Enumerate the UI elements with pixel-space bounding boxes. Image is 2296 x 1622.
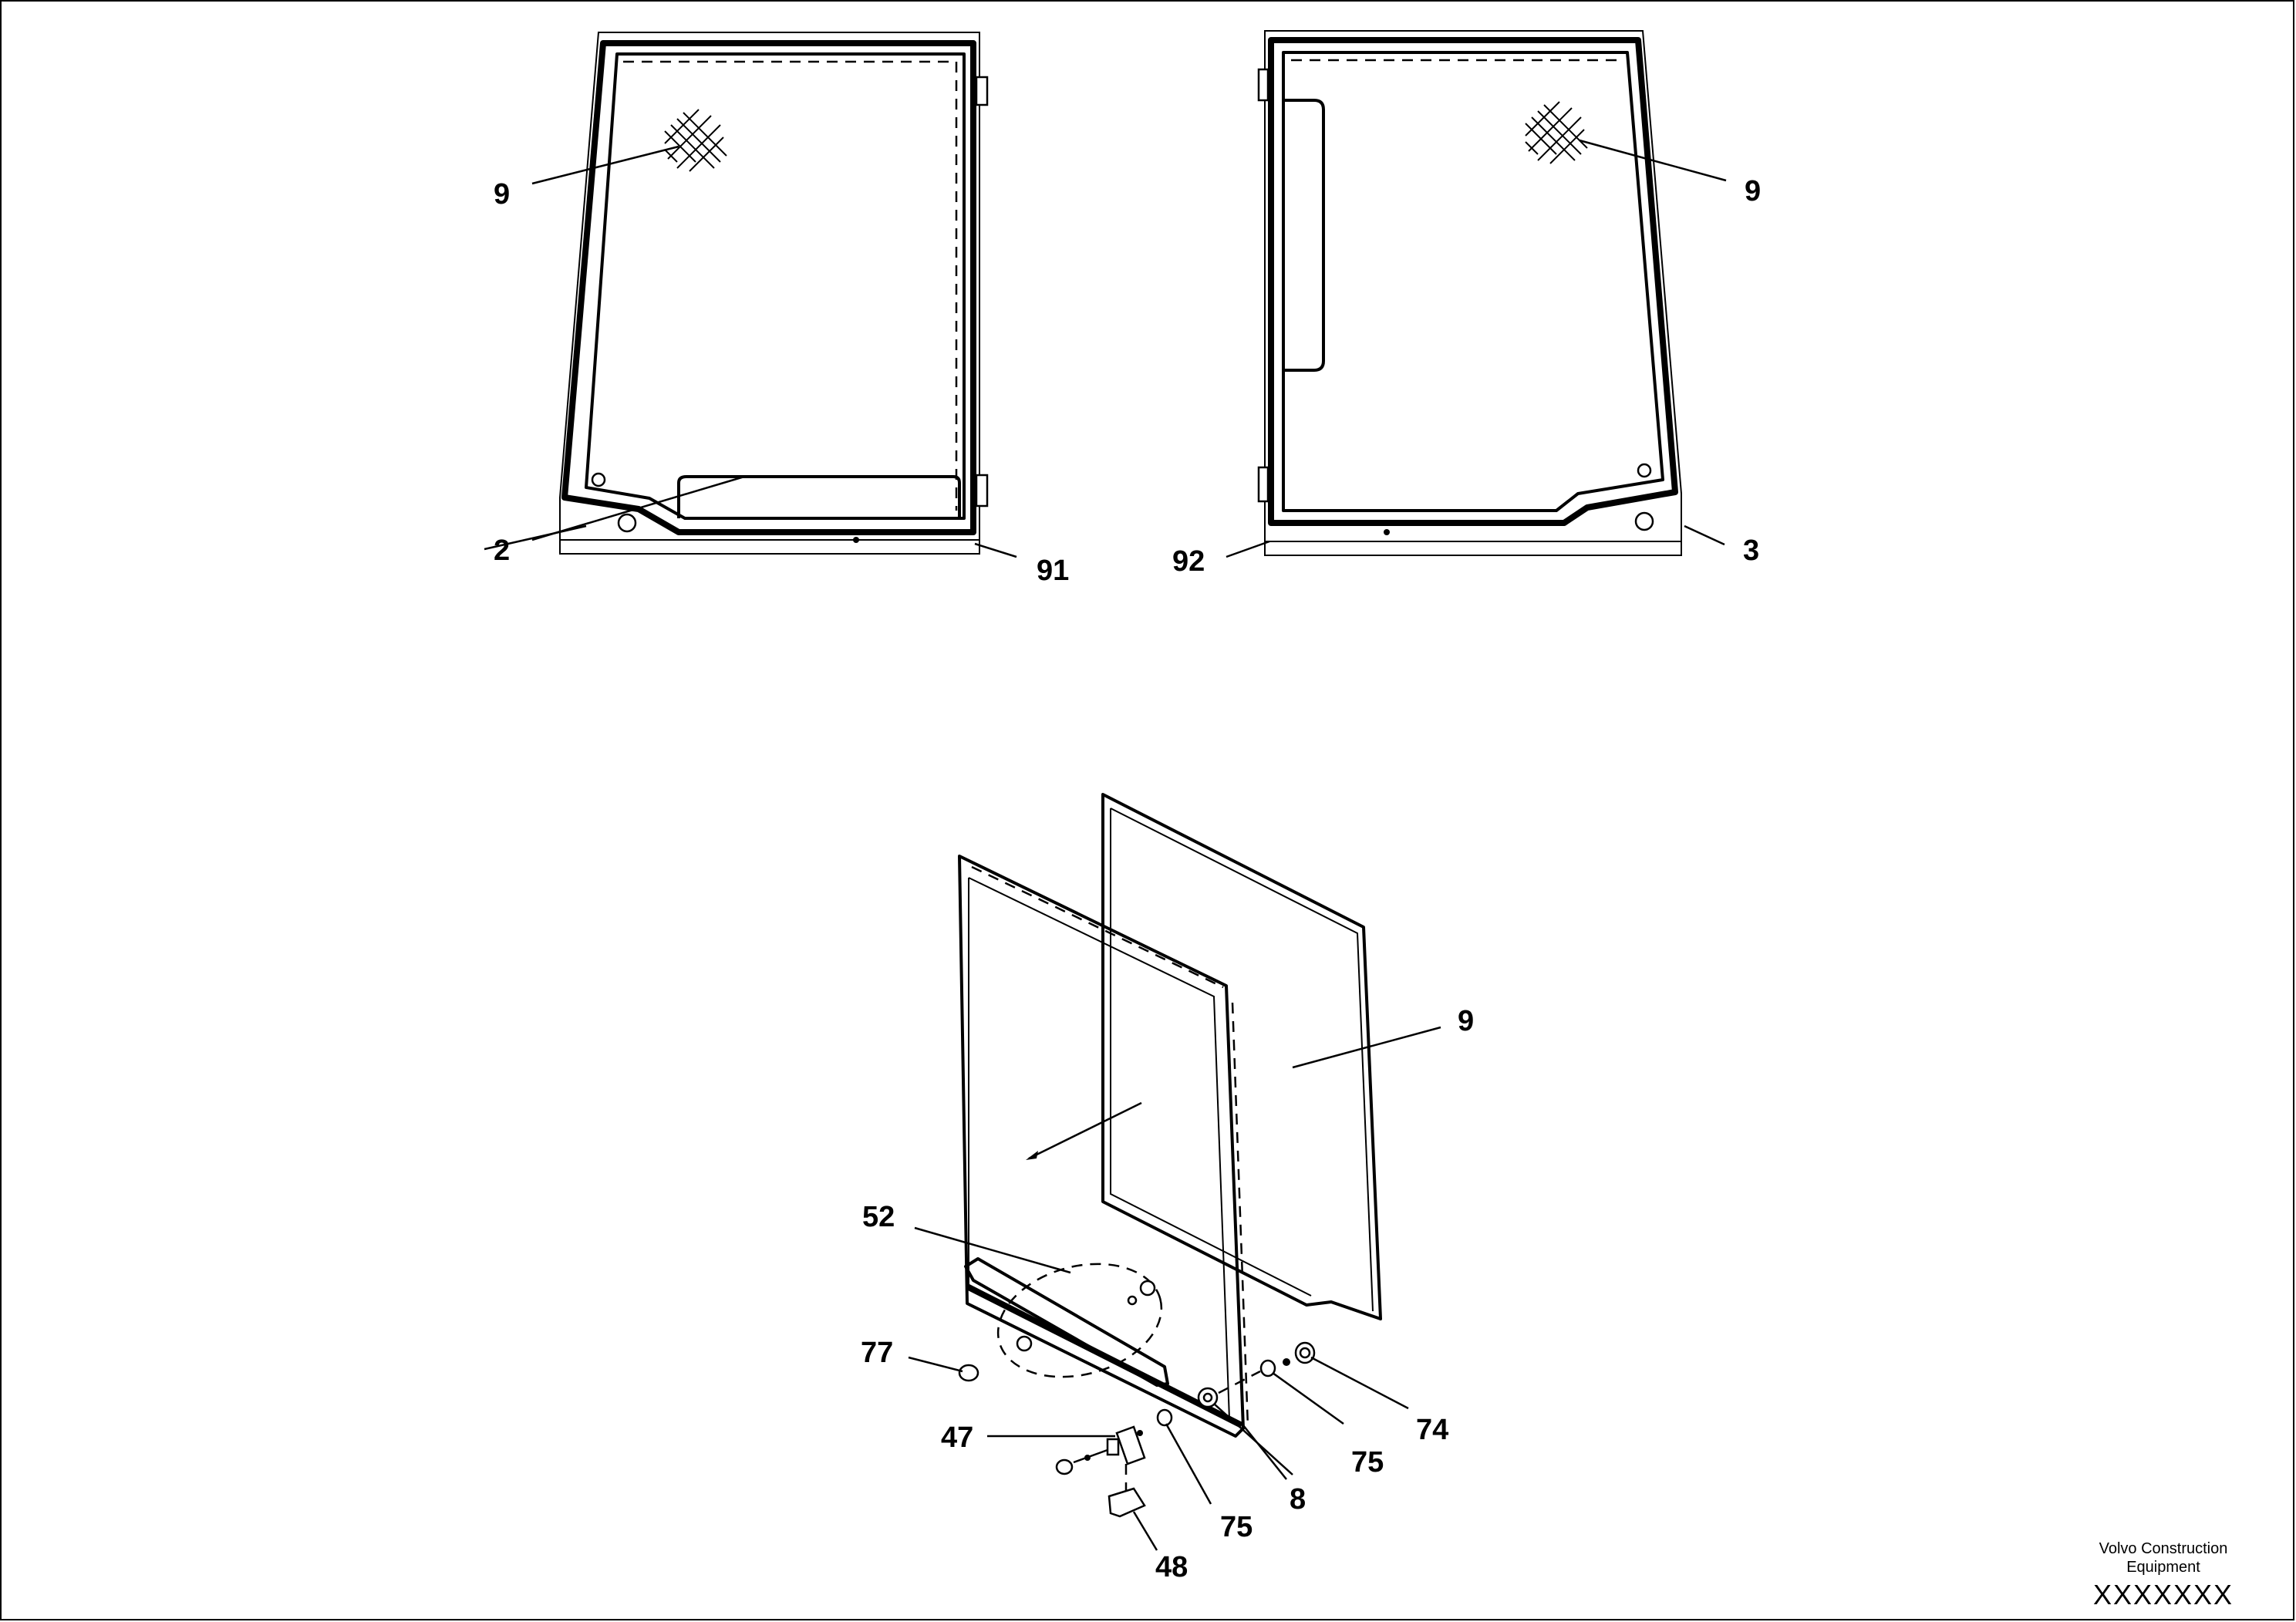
callout-b-75b: 75 <box>1351 1446 1384 1479</box>
callout-b-52: 52 <box>862 1201 895 1233</box>
callout-b-9: 9 <box>1458 1005 1474 1037</box>
latch-assembly <box>1055 1425 1146 1518</box>
left-door-window <box>484 32 1017 558</box>
part-75-left <box>1156 1408 1173 1427</box>
leader-tl-2b <box>531 475 745 541</box>
glass-hatch-icon <box>1525 101 1588 164</box>
callout-tl-2: 2 <box>494 534 510 567</box>
callout-tr-3: 3 <box>1743 534 1759 567</box>
callout-b-74: 74 <box>1416 1414 1448 1446</box>
callout-b-48: 48 <box>1155 1551 1188 1583</box>
leader-b-74 <box>1310 1356 1409 1410</box>
leader-tl-91 <box>974 542 1017 558</box>
exploded-view <box>908 793 1441 1551</box>
part-8 <box>1197 1387 1219 1408</box>
part-77 <box>958 1364 979 1382</box>
callout-tl-9: 9 <box>494 178 510 211</box>
callout-b-77: 77 <box>861 1337 893 1369</box>
leader-b-8b <box>1242 1425 1287 1480</box>
leader-tl-9 <box>531 145 679 185</box>
drawing-code: XXXXXXX <box>2093 1579 2234 1610</box>
leader-b-75b <box>1272 1371 1344 1425</box>
leader-tl-2a <box>484 524 587 551</box>
leader-tr-3 <box>1684 524 1725 546</box>
callout-b-75a: 75 <box>1220 1511 1253 1543</box>
detail-ellipse <box>996 1263 1163 1378</box>
leader-b-52 <box>914 1226 1071 1274</box>
callout-tr-9: 9 <box>1745 175 1761 207</box>
callout-b-47: 47 <box>941 1421 973 1454</box>
title-block: Volvo Construction Equipment XXXXXXX <box>2093 1540 2234 1610</box>
leader-b-48 <box>1132 1511 1158 1551</box>
leader-b-75a <box>1165 1423 1212 1505</box>
company-name-line1: Volvo Construction <box>2099 1540 2228 1557</box>
part-74 <box>1294 1341 1316 1364</box>
callout-tl-91: 91 <box>1037 555 1069 587</box>
callout-b-8: 8 <box>1290 1483 1306 1516</box>
company-name-line2: Equipment <box>2126 1559 2200 1576</box>
leader-tr-9 <box>1579 139 1727 182</box>
callout-tr-92: 92 <box>1172 545 1205 578</box>
leader-b-9 <box>1292 1026 1441 1069</box>
leader-tr-92 <box>1226 540 1270 558</box>
glass-hatch-icon <box>664 109 727 172</box>
part-75-right <box>1259 1359 1276 1378</box>
right-door-window <box>1226 30 1727 558</box>
leader-b-77 <box>908 1356 963 1373</box>
